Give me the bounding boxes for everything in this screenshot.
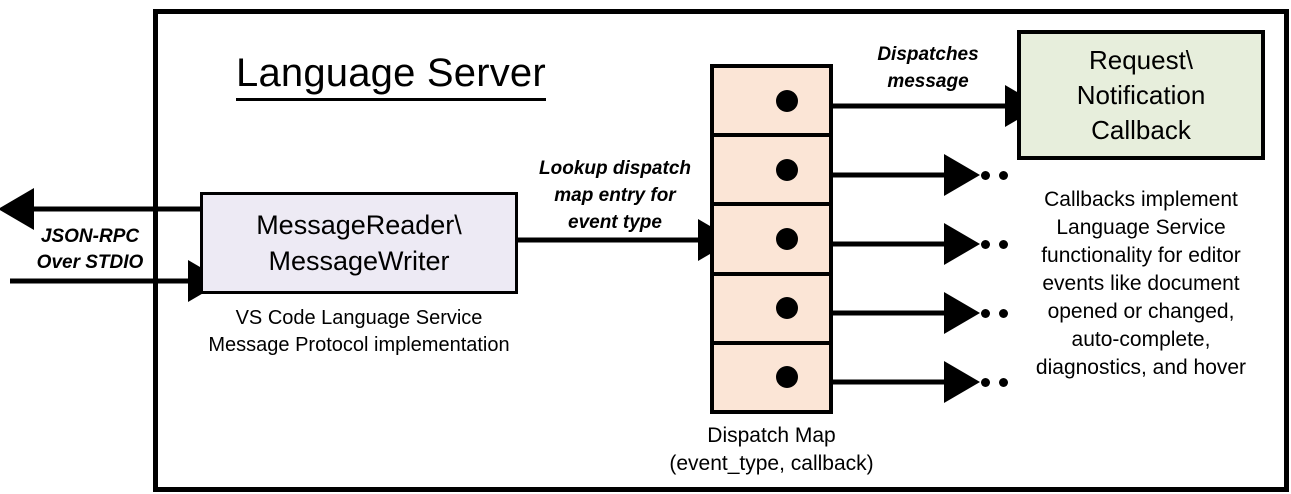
message-box-caption-line1: VS Code Language Service <box>235 307 483 329</box>
callback-caption-line5: opened or changed, <box>1047 300 1235 323</box>
ellipsis-dot-icon <box>981 309 990 318</box>
ellipsis-icon-row-4 <box>963 309 1008 318</box>
ellipsis-icon-row-2 <box>963 171 1008 180</box>
lookup-label-line2: map entry for <box>554 185 676 206</box>
jsonrpc-label-line2: Over STDIO <box>36 252 144 273</box>
ellipsis-dot-icon <box>999 309 1008 318</box>
dispatch-entry-dot-icon <box>776 89 798 112</box>
dispatches-label-line1: Dispatches <box>877 44 979 65</box>
ellipsis-dot-icon <box>999 240 1008 249</box>
lookup-dispatch-label: Lookup dispatch map entry for event type <box>522 155 708 236</box>
jsonrpc-transport-label: JSON-RPC Over STDIO <box>22 224 158 276</box>
callback-box-caption: Callbacks implement Language Service fun… <box>1012 186 1270 382</box>
dispatch-entry-dot-icon <box>776 158 798 181</box>
ellipsis-dot-icon <box>963 309 972 318</box>
message-reader-writer-box[interactable]: MessageReader\ MessageWriter <box>200 192 518 294</box>
dispatch-map-row[interactable] <box>714 276 829 345</box>
ellipsis-dot-icon <box>999 171 1008 180</box>
lookup-label-line1: Lookup dispatch <box>539 158 691 179</box>
dispatch-map-caption: Dispatch Map (event_type, callback) <box>650 422 893 478</box>
dispatches-message-label: Dispatches message <box>838 41 1018 95</box>
callback-caption-line2: Language Service <box>1056 216 1226 239</box>
request-notification-callback-box[interactable]: Request\ Notification Callback <box>1017 30 1265 160</box>
page-title: Language Server <box>236 50 546 101</box>
callback-caption-line1: Callbacks implement <box>1044 188 1238 211</box>
ellipsis-dot-icon <box>999 378 1008 387</box>
dispatch-entry-dot-icon <box>776 366 798 389</box>
message-box-caption: VS Code Language Service Message Protoco… <box>200 305 518 359</box>
ellipsis-icon-row-5 <box>963 378 1008 387</box>
ellipsis-dot-icon <box>963 378 972 387</box>
message-box-caption-line2: Message Protocol implementation <box>208 334 510 356</box>
ellipsis-dot-icon <box>963 240 972 249</box>
dispatch-entry-dot-icon <box>776 228 798 250</box>
callback-caption-line7: diagnostics, and hover <box>1035 356 1247 379</box>
jsonrpc-label-line1: JSON-RPC <box>40 226 140 247</box>
message-box-line2: MessageWriter <box>268 246 450 276</box>
message-box-line1: MessageReader\ <box>256 210 462 240</box>
callback-caption-line4: events like document <box>1042 272 1240 295</box>
dispatch-map-row[interactable] <box>714 345 829 410</box>
ellipsis-dot-icon <box>981 378 990 387</box>
callback-box-line1: Request\ <box>1088 44 1194 75</box>
dispatch-map-table[interactable] <box>710 64 833 414</box>
dispatch-map-caption-line2: (event_type, callback) <box>669 452 874 475</box>
ellipsis-dot-icon <box>963 171 972 180</box>
callback-caption-line3: functionality for editor <box>1041 244 1241 267</box>
ellipsis-icon-row-3 <box>963 240 1008 249</box>
dispatch-map-row[interactable] <box>714 206 829 276</box>
lookup-label-line3: event type <box>568 212 662 233</box>
ellipsis-dot-icon <box>981 240 990 249</box>
ellipsis-dot-icon <box>981 171 990 180</box>
callback-caption-line6: auto-complete, <box>1071 328 1211 351</box>
dispatch-entry-dot-icon <box>776 297 798 320</box>
dispatch-map-caption-line1: Dispatch Map <box>707 424 836 447</box>
callback-box-line3: Callback <box>1091 114 1191 145</box>
dispatches-label-line2: message <box>887 71 969 92</box>
dispatch-map-row[interactable] <box>714 68 829 138</box>
dispatch-map-row[interactable] <box>714 137 829 207</box>
language-server-boundary <box>153 9 1289 492</box>
callback-box-line2: Notification <box>1076 79 1206 110</box>
